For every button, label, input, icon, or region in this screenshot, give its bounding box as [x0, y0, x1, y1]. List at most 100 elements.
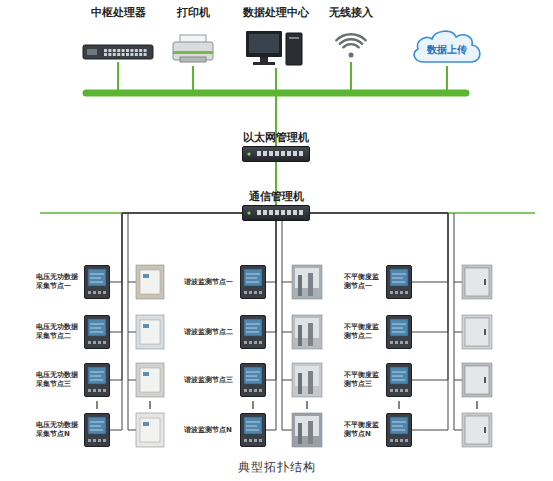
meter-face [241, 266, 265, 298]
meter-button [98, 389, 101, 392]
switch-port [108, 53, 111, 56]
device-node: 数据处理中心 [238, 6, 314, 68]
meter-button [259, 439, 262, 442]
meter-reading [90, 324, 104, 325]
connector-line [110, 213, 242, 332]
equipment-photo [462, 363, 492, 397]
cabinet-door [140, 320, 160, 344]
connector-line [310, 213, 448, 282]
meter-reading [246, 376, 257, 377]
meter-reading [392, 376, 403, 377]
connector-line [266, 221, 276, 380]
equipment-photo [292, 315, 322, 349]
equipment-photo [292, 413, 322, 447]
meter-button [103, 341, 106, 344]
cloud-label: 数据上传 [408, 26, 486, 70]
meter-button [395, 389, 398, 392]
equipment-photo [136, 315, 164, 349]
device-label: 中枢处理器 [91, 6, 146, 19]
switch-panel [87, 49, 97, 55]
device-icon [238, 19, 314, 67]
meter-face [85, 414, 109, 446]
device-label: 无线接入 [329, 6, 373, 19]
meter-reading [246, 274, 260, 275]
device-icon [324, 19, 378, 61]
meter-face [241, 414, 265, 446]
device-port [275, 210, 279, 215]
photo-stub [454, 332, 462, 333]
substation-frame [298, 325, 302, 346]
photo-stub [282, 332, 292, 333]
network-device: 以太网管理机 [242, 146, 310, 162]
meter-label: 谐波监测节点N [184, 426, 236, 435]
steel-cabinet-door [465, 366, 489, 394]
switch-port [144, 53, 147, 56]
meter-label: 不平衡度监测节点N [344, 421, 382, 439]
device-led [247, 211, 250, 214]
meter-button [249, 389, 252, 392]
cabinet-handle [484, 427, 486, 433]
photo-stub [454, 282, 462, 283]
meter-reading [90, 380, 103, 381]
monitor-stand [260, 57, 268, 62]
connector-line [266, 221, 276, 332]
switch-port [126, 49, 129, 52]
device-node: 打印机 [168, 6, 218, 66]
photo-riser [282, 213, 283, 430]
meter-node: 不平衡度监测节点二 [386, 315, 412, 349]
meter-reading [392, 372, 406, 373]
switch-port [122, 53, 125, 56]
device-port [287, 210, 291, 215]
device-port [263, 210, 267, 215]
meter-label: 电压无功数据采集节点二 [36, 323, 80, 341]
substation-frame [308, 273, 313, 296]
equipment-photo [136, 363, 164, 397]
connector-line [110, 213, 242, 380]
meter-screen [390, 367, 408, 384]
meter-reading [90, 422, 104, 423]
device-ports [243, 147, 309, 161]
meter-screen [244, 417, 262, 434]
switch-port [135, 49, 138, 52]
connector-line [266, 221, 276, 430]
equipment-photo [136, 413, 164, 447]
cabinet-door [140, 368, 160, 392]
meter-reading [246, 328, 257, 329]
meter-reading [392, 274, 406, 275]
cabinet-window [143, 372, 149, 376]
wifi-arc [340, 39, 362, 44]
continuation-dash [252, 401, 253, 409]
meter-reading [90, 332, 103, 333]
meter-face [85, 316, 109, 348]
equipment-photo [462, 315, 492, 349]
device-port [299, 151, 303, 156]
cabinet-window [143, 274, 149, 278]
meter-label: 谐波监测节点一 [184, 278, 236, 287]
meter-button [390, 439, 393, 442]
cabinet-window [143, 422, 149, 426]
meter-screen [88, 367, 106, 384]
meter-button [405, 291, 408, 294]
switch-port [108, 49, 111, 52]
meter-node: 电压无功数据采集节点二 [84, 315, 110, 349]
meter-screen [244, 269, 262, 286]
continuation-dash [398, 401, 399, 409]
photo-stub [128, 332, 136, 333]
photo-stub [282, 430, 292, 431]
meter-button [400, 389, 403, 392]
meter-reading [90, 278, 101, 279]
meter-screen [390, 417, 408, 434]
substation-frame [298, 275, 302, 296]
meter-button [93, 291, 96, 294]
meter-face [241, 316, 265, 348]
switch-port [113, 49, 116, 52]
steel-cabinet-door [465, 416, 489, 444]
switch-port [135, 53, 138, 56]
meter-button [103, 291, 106, 294]
meter-button [405, 341, 408, 344]
meter-node: 不平衡度监测节点三 [386, 363, 412, 397]
equipment-photo [292, 265, 322, 299]
meter-face [241, 364, 265, 396]
